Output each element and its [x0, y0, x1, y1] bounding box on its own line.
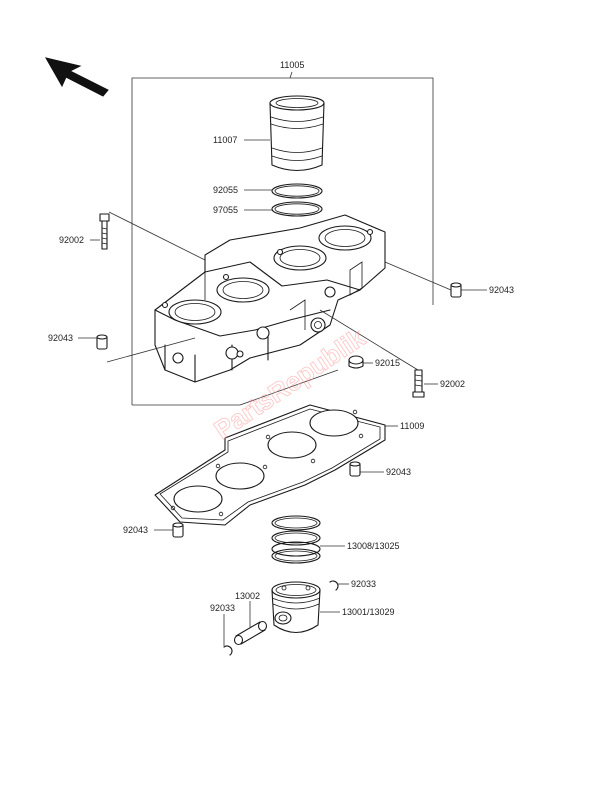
label-92002-right: 92002: [440, 379, 465, 389]
dowel-pin-gasket-left: [172, 522, 184, 538]
label-11005: 11005: [280, 60, 304, 70]
label-92043-gasket-left: 92043: [123, 525, 148, 535]
label-97055: 97055: [213, 205, 238, 215]
dowel-pin-left: [96, 334, 108, 350]
label-92002-left: 92002: [59, 235, 84, 245]
bolt-left: [99, 213, 110, 250]
o-ring-upper: [271, 183, 323, 199]
piston-pin: [233, 620, 268, 646]
circlip-left: [223, 645, 233, 656]
label-92033-right: 92033: [351, 579, 376, 589]
plug: [348, 355, 364, 369]
circlip-right: [329, 580, 339, 591]
label-13001-13029: 13001/13029: [342, 607, 395, 617]
cylinder-block: [154, 214, 386, 383]
assembly-bracket-11005: [131, 71, 434, 406]
piston: [271, 581, 321, 634]
label-13008-13025: 13008/13025: [347, 541, 400, 551]
front-arrow-icon: [44, 57, 109, 97]
bolt-right: [412, 369, 425, 398]
label-leaders: [78, 139, 487, 646]
base-gasket: [154, 404, 386, 526]
label-11009: 11009: [400, 421, 424, 431]
part-labels: 11005 11007 92055 97055 92002 92043 9204…: [48, 60, 514, 617]
label-92033-left: 92033: [210, 603, 235, 613]
piston-rings: [271, 515, 321, 564]
o-ring-lower: [271, 201, 323, 217]
cylinder-sleeve: [269, 95, 325, 172]
label-92015: 92015: [375, 358, 400, 368]
label-13002: 13002: [235, 591, 260, 601]
guide-lines: [106, 211, 452, 371]
label-11007: 11007: [213, 135, 237, 145]
label-92043-gasket-right: 92043: [386, 467, 411, 477]
dowel-pin-right: [450, 282, 462, 298]
dowel-pin-gasket-right: [349, 461, 361, 477]
label-92043-right: 92043: [489, 285, 514, 295]
label-92055: 92055: [213, 185, 238, 195]
label-92043-left: 92043: [48, 333, 73, 343]
